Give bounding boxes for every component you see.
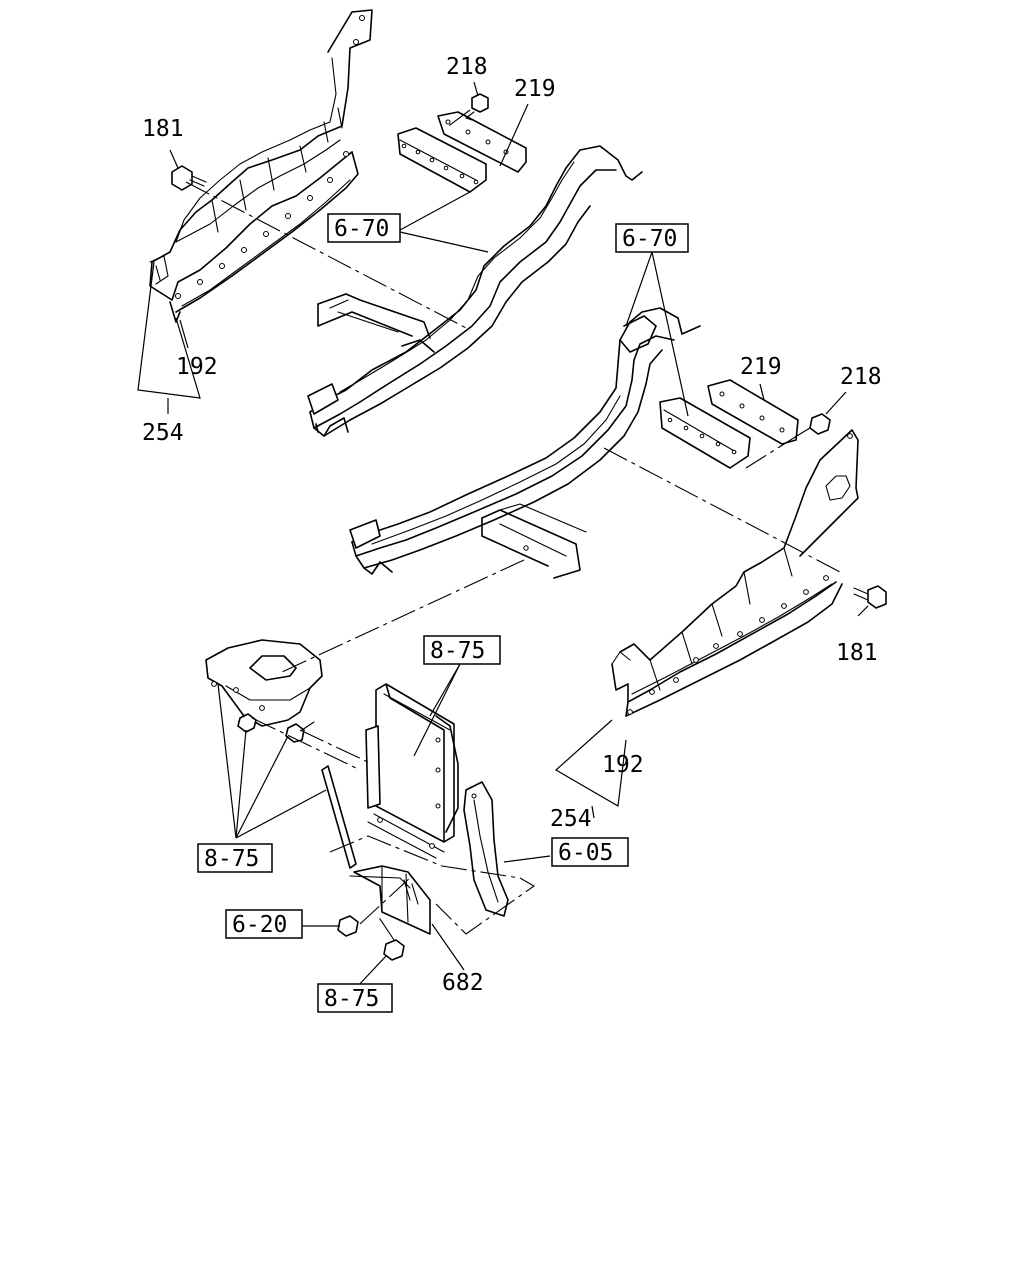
ref-6-20[interactable]: 6-20 (232, 912, 287, 938)
center-lines (185, 109, 841, 941)
lower-frame-rail (349, 307, 701, 579)
ref-8-75-left[interactable]: 8-75 (204, 846, 259, 872)
bolt-218-top (465, 93, 489, 121)
nut-6-20 (337, 915, 359, 937)
stud-rod (321, 765, 357, 869)
fastener-bolt-left (285, 721, 315, 743)
shim-plate-6-70-right (659, 397, 751, 469)
label-254-left[interactable]: 254 (142, 420, 184, 446)
label-181-left[interactable]: 181 (142, 116, 184, 142)
leader-lines (137, 81, 869, 989)
fastener-nut-left (237, 713, 257, 733)
bolt-181-right (853, 585, 887, 609)
ref-box-6-70-left (327, 213, 401, 243)
label-219-top[interactable]: 219 (514, 76, 556, 102)
label-192-left[interactable]: 192 (176, 354, 218, 380)
ref-box-8-75-left (197, 843, 273, 873)
label-218-right[interactable]: 218 (840, 364, 882, 390)
bolt-181-left (171, 165, 207, 191)
mount-bracket-upper (205, 639, 323, 727)
bracket-682 (349, 865, 431, 935)
label-219-right[interactable]: 219 (740, 354, 782, 380)
label-192-right[interactable]: 192 (602, 752, 644, 778)
label-218-top[interactable]: 218 (446, 54, 488, 80)
nut-8-75-bottom (383, 939, 405, 961)
shim-plate-6-70-top (397, 127, 487, 193)
ref-6-05[interactable]: 6-05 (558, 840, 613, 866)
ref-box-8-75-top (423, 635, 501, 665)
ref-8-75-top[interactable]: 8-75 (430, 638, 485, 664)
ref-box-6-70-right (615, 223, 689, 253)
left-side-rail-bracket (149, 9, 373, 323)
ref-8-75-bottom[interactable]: 8-75 (324, 986, 379, 1012)
ref-box-6-20 (225, 909, 303, 939)
right-side-rail-bracket (611, 429, 859, 717)
module-housing (365, 683, 459, 859)
label-181-right[interactable]: 181 (836, 640, 878, 666)
plate-219-right (707, 379, 799, 445)
upper-frame-rail (307, 145, 643, 437)
ref-box-6-05 (551, 837, 629, 867)
ref-box-8-75-bottom (317, 983, 393, 1013)
label-254-right[interactable]: 254 (550, 806, 592, 832)
callout-labels: 218 219 181 6-70 192 254 6-70 219 218 18… (142, 54, 882, 1013)
label-682[interactable]: 682 (442, 970, 484, 996)
side-bracket (463, 781, 509, 917)
bolt-218-right (799, 413, 831, 435)
ref-6-70-right[interactable]: 6-70 (622, 226, 677, 252)
ref-6-70-left[interactable]: 6-70 (334, 216, 389, 242)
